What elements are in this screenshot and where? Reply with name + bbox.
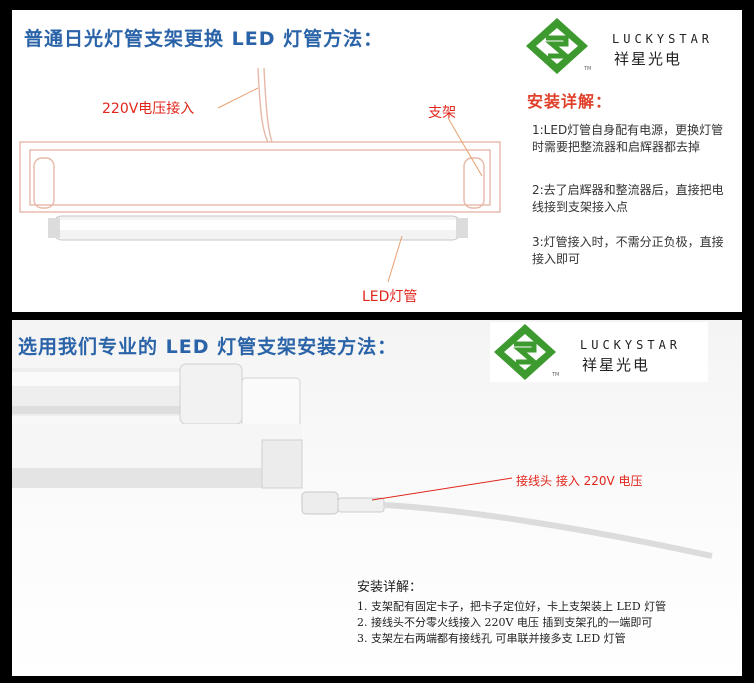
logo-text-cn: 祥星光电 <box>614 50 683 68</box>
connector-label: 接线头 接入 220V 电压 <box>516 474 643 488</box>
bracket-label: 支架 <box>428 105 456 121</box>
voltage-label: 220V电压接入 <box>102 101 195 117</box>
bottom-step-1: 1. 支架配有固定卡子，把卡子定位好，卡上支架装上 LED 灯管 <box>357 600 667 613</box>
bottom-panel: 选用我们专业的 LED 灯管支架安装方法： TM LUCKYSTAR 祥星光电 … <box>12 320 742 676</box>
bracket-photo <box>12 363 713 559</box>
top-logo: TM LUCKYSTAR 祥星光电 <box>522 16 740 76</box>
logo-tm: TM <box>584 66 592 72</box>
luckystar-logo-icon <box>494 324 556 380</box>
top-install-heading: 安装详解： <box>527 92 613 111</box>
bottom-title: 选用我们专业的 LED 灯管支架安装方法： <box>18 336 398 358</box>
fixture-diagram <box>19 67 501 283</box>
top-panel: 普通日光灯管支架更换 LED 灯管方法： TM LUCKYSTAR 祥星光电 <box>12 10 742 312</box>
top-step-3: 3:灯管接入时，不需分正负极，直接接入即可 <box>532 235 724 266</box>
logo-text-en: LUCKYSTAR <box>580 338 682 352</box>
logo-tm: TM <box>552 372 560 378</box>
tube-label: LED灯管 <box>362 289 418 305</box>
bottom-step-3: 3. 支架左右两端都有接线孔 可串联并接多支 LED 灯管 <box>357 632 626 645</box>
logo-text-cn: 祥星光电 <box>582 356 651 374</box>
top-title: 普通日光灯管支架更换 LED 灯管方法： <box>24 28 384 50</box>
logo-text-en: LUCKYSTAR <box>612 32 714 46</box>
top-step-1: 1:LED灯管自身配有电源，更换灯管时需要把整流器和启辉器都去掉 <box>532 123 724 154</box>
bottom-step-2: 2. 接线头不分零火线接入 220V 电压 插到支架孔的一端即可 <box>357 616 653 629</box>
bottom-install-heading: 安装详解： <box>357 580 423 595</box>
luckystar-logo-icon <box>526 18 588 74</box>
bottom-install: 安装详解： 1. 支架配有固定卡子，把卡子定位好，卡上支架装上 LED 灯管 2… <box>357 576 666 647</box>
bottom-logo: TM LUCKYSTAR 祥星光电 <box>490 322 708 382</box>
top-step-2: 2:去了启辉器和整流器后，直接把电线接到支架接入点 <box>532 183 724 214</box>
